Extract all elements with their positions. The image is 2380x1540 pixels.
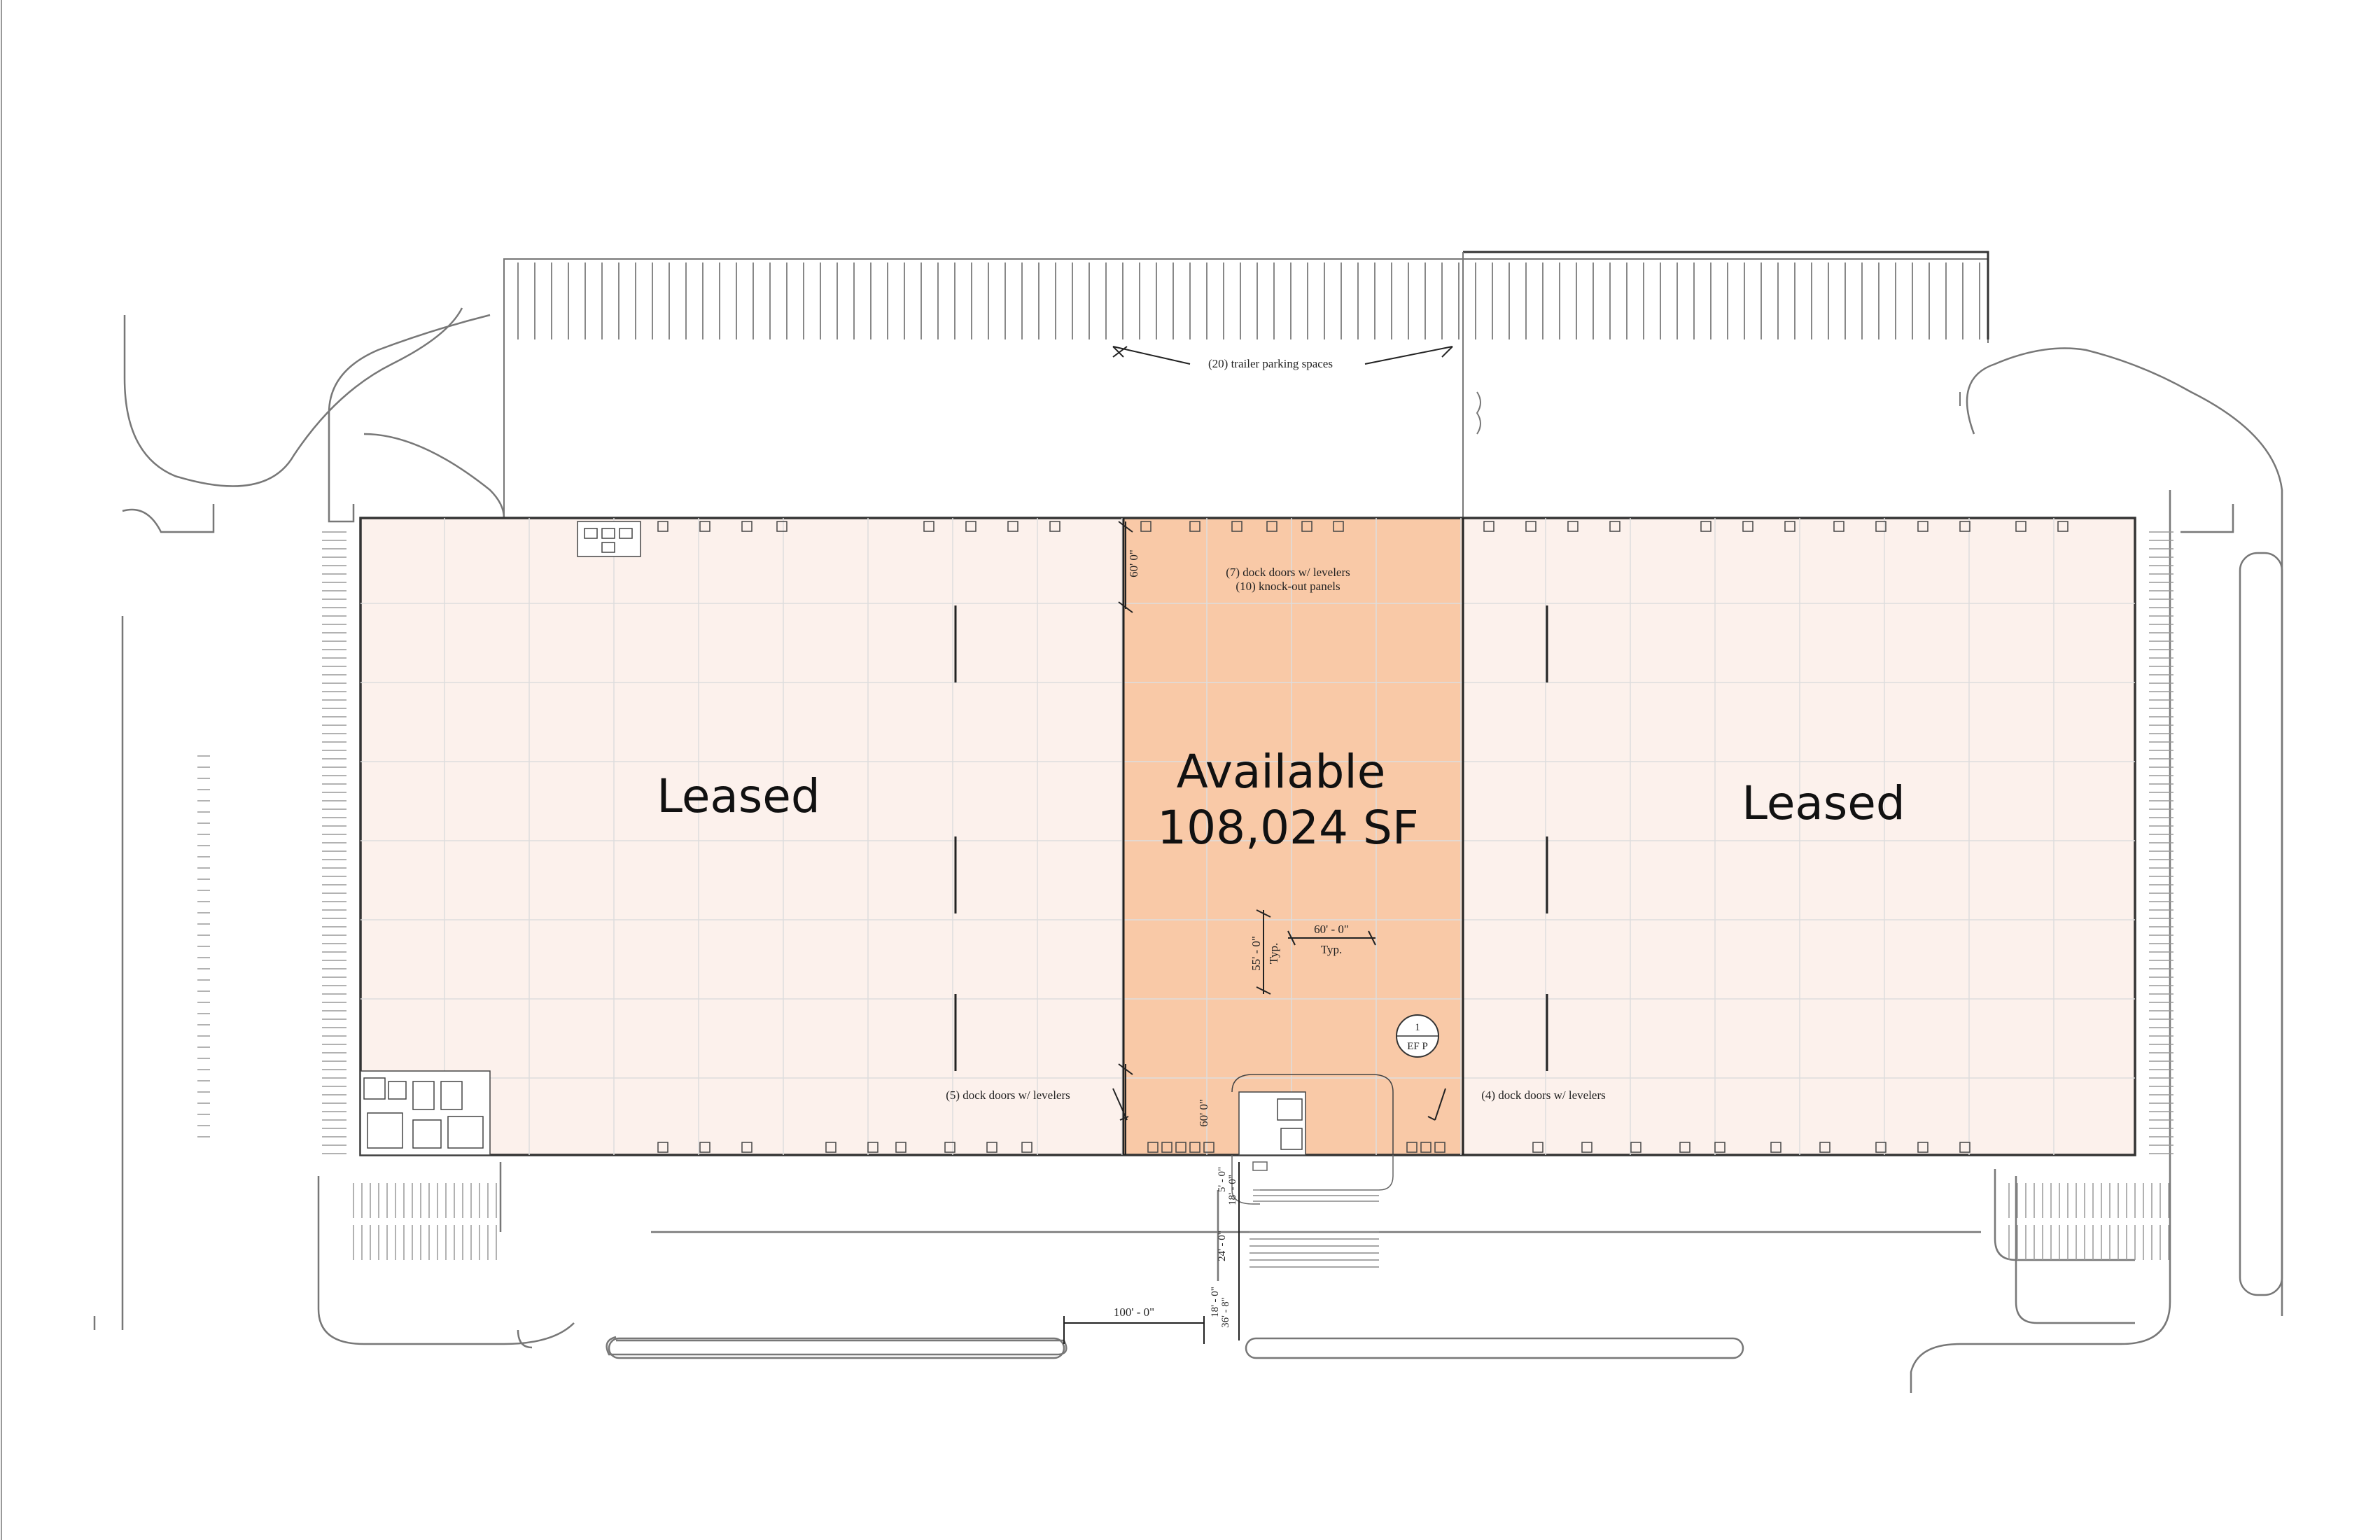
office-nw	[577, 521, 641, 557]
dock-door	[1147, 1142, 1158, 1153]
walkway-dimensions: 5' - 0" 18' - 0" 24' - 0" 18' - 0" 36' -…	[1210, 1167, 1238, 1328]
dock-door	[1140, 521, 1152, 532]
office-center	[1231, 1074, 1394, 1156]
walk-dim-4: 18' - 0"	[1210, 1287, 1221, 1317]
dock-door	[1833, 521, 1844, 532]
dock-door	[776, 521, 788, 532]
dock-door	[741, 521, 752, 532]
walk-dim-5: 36' - 8"	[1220, 1297, 1231, 1328]
walkway-parking	[1250, 1189, 1379, 1268]
walk-dim-3: 24' - 0"	[1217, 1231, 1228, 1261]
dock-door	[1784, 521, 1795, 532]
dock-door	[1406, 1142, 1418, 1153]
dock-door	[923, 521, 934, 532]
east-docks-label: (4) dock doors w/ levelers	[1481, 1088, 1606, 1102]
car-parking-stalls	[197, 531, 2174, 1260]
dock-door	[1917, 1142, 1928, 1153]
dock-door	[1231, 521, 1242, 532]
dock-door	[1917, 521, 1928, 532]
dock-door	[1175, 1142, 1186, 1153]
dock-door	[1420, 1142, 1432, 1153]
office-sw	[360, 1070, 491, 1156]
dock-door	[986, 1142, 997, 1153]
dock-door	[1021, 1142, 1032, 1153]
suite-east-status: Leased	[1742, 776, 1905, 830]
trailer-parking-label: (20) trailer parking spaces	[1208, 357, 1333, 370]
electrical-panel-tag: 1 EF P	[1396, 1014, 1439, 1058]
column-grid	[360, 518, 2135, 1155]
dock-door	[741, 1142, 752, 1153]
dock-door	[1007, 521, 1018, 532]
dock-door	[1630, 1142, 1642, 1153]
column-spacing-y-typ: Typ.	[1267, 943, 1280, 964]
staging-depth-top: 60' 0"	[1127, 550, 1140, 578]
west-docks-label: (5) dock doors w/ levelers	[946, 1088, 1070, 1102]
dock-door	[1959, 1142, 1970, 1153]
center-docks-label: (7) dock doors w/ levelers	[1226, 566, 1350, 579]
dock-door	[657, 521, 668, 532]
dock-door	[1959, 521, 1970, 532]
dock-door	[699, 521, 710, 532]
dock-door	[1161, 1142, 1172, 1153]
dock-door	[944, 1142, 955, 1153]
dock-door	[1483, 521, 1494, 532]
dock-door	[657, 1142, 668, 1153]
dock-door	[1700, 521, 1712, 532]
dock-door	[1875, 521, 1886, 532]
dock-door	[1333, 521, 1344, 532]
dock-door	[1301, 521, 1312, 532]
dock-door	[895, 1142, 906, 1153]
dock-door	[1434, 1142, 1446, 1153]
dock-door	[1567, 521, 1578, 532]
dock-door	[1819, 1142, 1830, 1153]
dock-door	[1189, 1142, 1200, 1153]
column-spacing-x: 60' - 0"	[1314, 923, 1349, 936]
dock-door	[1266, 521, 1278, 532]
dock-door	[1049, 521, 1060, 532]
walk-dim-1: 5' - 0"	[1217, 1167, 1228, 1192]
dock-door	[1189, 521, 1200, 532]
demising-walls	[954, 518, 1548, 1155]
dock-door	[1609, 521, 1620, 532]
site-curbs	[93, 307, 2283, 1393]
dock-door	[2057, 521, 2068, 532]
suite-east-area	[1462, 517, 2136, 1156]
panel-tag-label: EF P	[1407, 1041, 1428, 1052]
dock-door	[1581, 1142, 1592, 1153]
column-spacing-y: 55' - 0"	[1250, 936, 1263, 971]
trailer-stalls	[517, 262, 1980, 340]
panel-tag-number: 1	[1415, 1022, 1420, 1033]
dock-door	[1742, 521, 1754, 532]
dock-door	[965, 521, 976, 532]
walkway	[1231, 1155, 1394, 1205]
trailer-parking	[503, 251, 1989, 518]
dock-door	[1532, 1142, 1544, 1153]
dock-door	[867, 1142, 878, 1153]
dock-door	[1714, 1142, 1726, 1153]
dock-door	[825, 1142, 836, 1153]
dock-door	[1770, 1142, 1782, 1153]
dock-door	[2015, 521, 2026, 532]
center-panels-label: (10) knock-out panels	[1236, 580, 1340, 593]
staging-depth-bottom: 60' 0"	[1197, 1099, 1210, 1127]
walk-dim-2: 18' - 0"	[1227, 1175, 1238, 1205]
dimension-lines	[1063, 346, 1453, 1344]
dock-door	[1203, 1142, 1214, 1153]
dock-door	[1525, 521, 1536, 532]
drive-width-label: 100' - 0"	[1114, 1306, 1154, 1319]
suite-center-status[interactable]: Available	[1177, 745, 1386, 799]
dock-door	[699, 1142, 710, 1153]
column-spacing-x-typ: Typ.	[1321, 943, 1342, 956]
dock-door	[1679, 1142, 1690, 1153]
dock-door	[1875, 1142, 1886, 1153]
suite-west-status: Leased	[657, 769, 820, 823]
suite-center-area-label[interactable]: 108,024 SF	[1157, 801, 1419, 855]
dock-doors	[657, 521, 2068, 1153]
